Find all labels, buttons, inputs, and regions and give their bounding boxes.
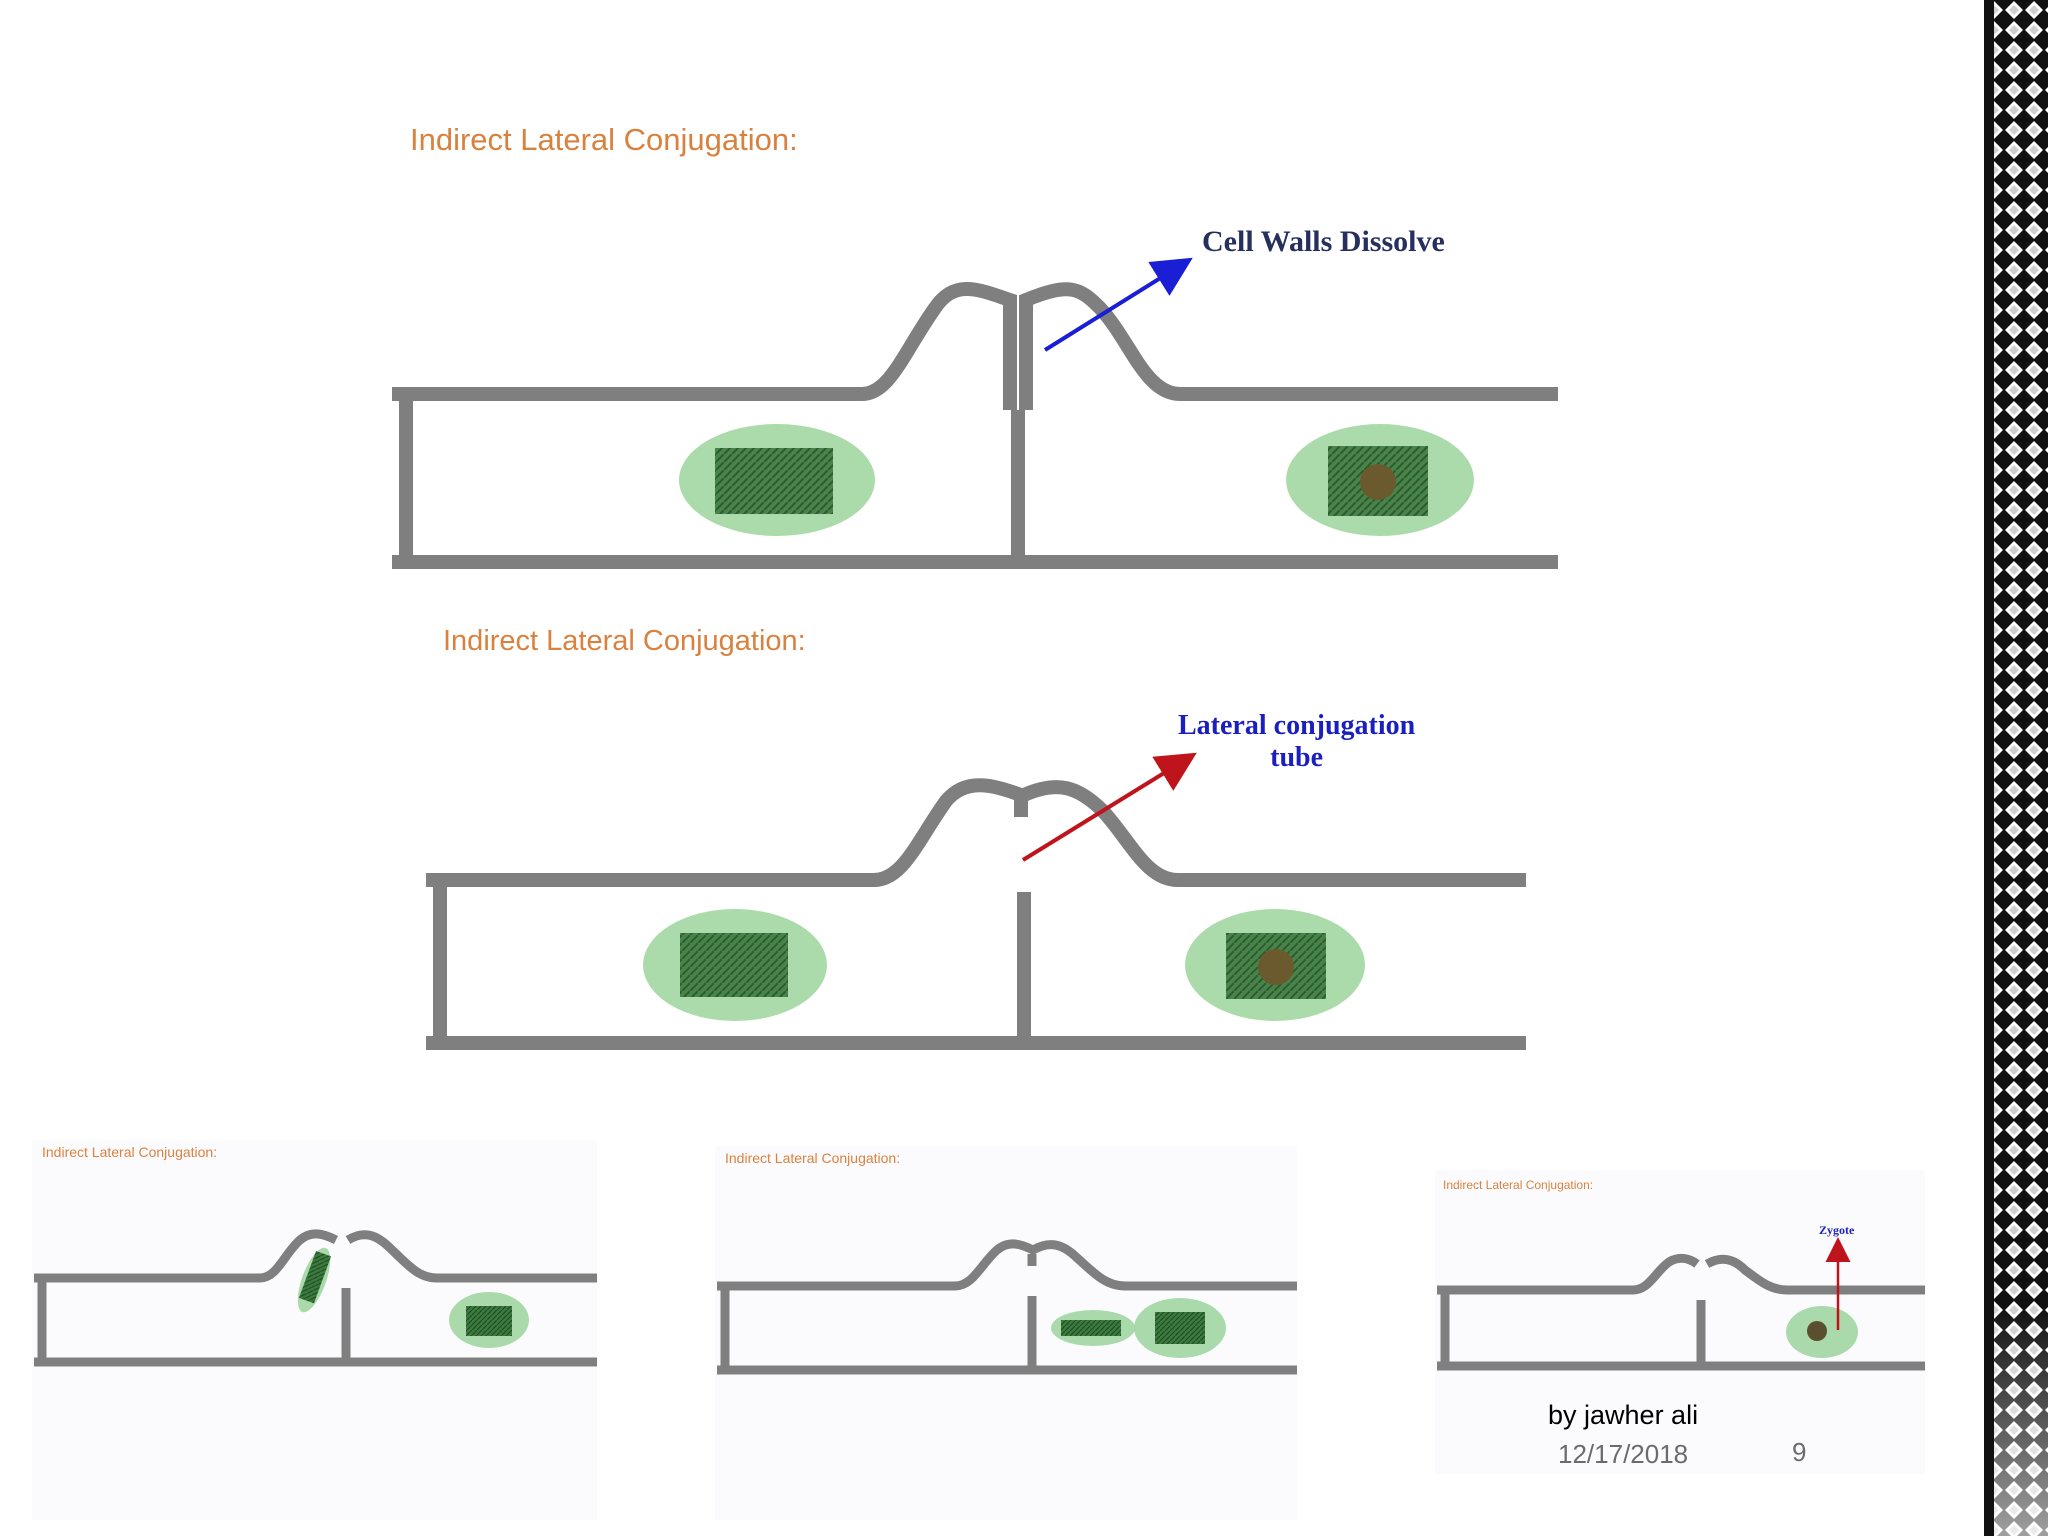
filament-diagram [717, 1239, 1297, 1375]
cell-right [1286, 424, 1474, 536]
panel-title: Indirect Lateral Conjugation: [410, 122, 798, 157]
migrating-cell [297, 1247, 332, 1313]
date-footer: 12/17/2018 [1558, 1439, 1689, 1469]
cell-right [449, 1292, 529, 1348]
cell-wall [426, 778, 1526, 1050]
cell-right [1185, 909, 1365, 1021]
panel-gamete-migration: Indirect Lateral Conjugation: [32, 1140, 597, 1520]
cell-left [679, 424, 875, 536]
cell-wall [717, 1239, 1297, 1375]
filament-diagram [1437, 1237, 1925, 1371]
panel-title: Indirect Lateral Conjugation: [42, 1144, 218, 1160]
zygote-label: Zygote [1819, 1223, 1855, 1237]
lateral-conjugation-tube-label: Lateral conjugation tube [1178, 710, 1416, 773]
cell-wall [392, 282, 1558, 569]
fusing-cells [1051, 1298, 1226, 1358]
panel-title: Indirect Lateral Conjugation: [725, 1150, 901, 1166]
cell-left [643, 909, 827, 1021]
panel-lateral-conjugation-tube: Indirect Lateral Conjugation: Lateral co… [418, 615, 1528, 1065]
decorative-border-strip [1984, 0, 2048, 1536]
filament-diagram [34, 1229, 597, 1367]
panel-title: Indirect Lateral Conjugation: [1443, 1178, 1594, 1192]
cell-walls-dissolve-label: Cell Walls Dissolve [1202, 225, 1445, 258]
panel-zygote: Indirect Lateral Conjugation: Zygote [1435, 1170, 1925, 1474]
cell-wall [1437, 1253, 1925, 1371]
filament-diagram [392, 257, 1558, 569]
panel-gamete-fusion: Indirect Lateral Conjugation: [715, 1146, 1297, 1520]
author-footer: by jawher ali [1548, 1400, 1699, 1430]
panel-cell-walls-dissolve: Indirect Lateral Conjugation: Cell Walls… [380, 110, 1570, 590]
arrow [1021, 752, 1197, 862]
panel-title: Indirect Lateral Conjugation: [443, 625, 806, 657]
arrow [1043, 257, 1193, 352]
cell-wall [34, 1229, 597, 1367]
filament-diagram [426, 752, 1526, 1050]
page-number: 9 [1792, 1437, 1807, 1467]
zygote-cell [1786, 1306, 1858, 1358]
